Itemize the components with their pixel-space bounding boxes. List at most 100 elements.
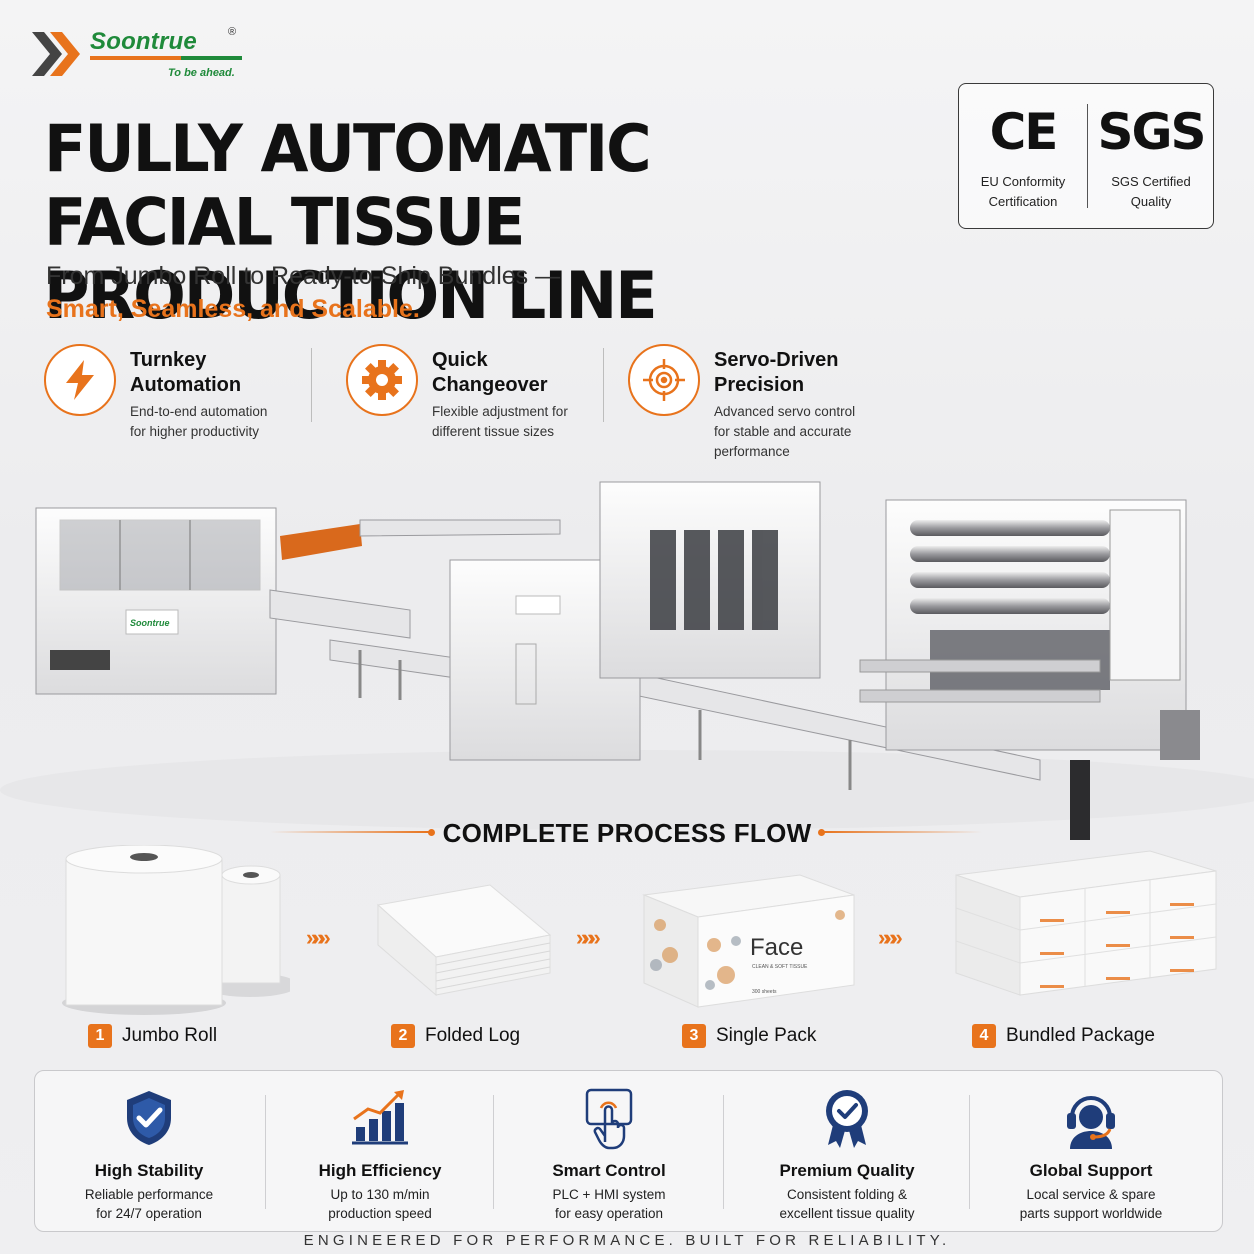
subtitle-accent: Smart, Seamless, and Scalable.	[46, 295, 420, 323]
pack-sub: CLEAN & SOFT TISSUE	[752, 964, 808, 970]
jumbo-roll-image	[62, 845, 290, 1015]
benefit-desc-line-2: excellent tissue quality	[779, 1206, 915, 1221]
brand-underline	[90, 56, 242, 60]
step-label: Jumbo Roll	[122, 1025, 218, 1046]
benefit-title: High Stability	[94, 1161, 204, 1180]
ce-label: EU Conformity Certification	[959, 172, 1087, 212]
benefit-title: Premium Quality	[779, 1161, 915, 1180]
feature-desc-line-3: performance	[714, 444, 790, 459]
feature-divider	[603, 348, 604, 422]
feature-desc: Flexible adjustment for different tissue…	[432, 402, 592, 442]
benefit-desc-line-1: PLC + HMI system	[552, 1187, 666, 1202]
feature-title-line-1: Quick	[432, 349, 488, 371]
shield-check-icon	[35, 1087, 263, 1149]
lightning-icon	[44, 344, 116, 416]
feature-desc-line-1: End-to-end automation	[130, 404, 268, 419]
flow-title-line-left	[270, 831, 430, 833]
feature-title-line-2: Precision	[714, 374, 805, 396]
registered-mark: ®	[228, 26, 237, 38]
step-number: 4	[972, 1024, 996, 1048]
benefit-high-efficiency: High Efficiency Up to 130 m/min producti…	[267, 1087, 493, 1223]
feature-title-line-1: Servo-Driven	[714, 349, 839, 371]
step-number: 2	[391, 1024, 415, 1048]
bundling-machine: Soontrue	[35, 507, 277, 695]
benefit-high-stability: High Stability Reliable performance for …	[35, 1087, 263, 1223]
process-flow-title: COMPLETE PROCESS FLOW	[442, 818, 812, 848]
benefit-desc-line-2: production speed	[328, 1206, 432, 1221]
title-line-2: FACIAL TISSUE PRODUCTION LINE	[44, 183, 658, 334]
feature-title: Servo-Driven Precision	[714, 348, 914, 398]
feature-desc-line-2: different tissue sizes	[432, 424, 555, 439]
footer-slogan: ENGINEERED FOR PERFORMANCE. BUILT FOR RE…	[303, 1232, 951, 1249]
benefit-desc: Up to 130 m/min production speed	[267, 1185, 493, 1223]
step-label: Folded Log	[425, 1025, 521, 1046]
benefit-title: High Efficiency	[318, 1161, 442, 1180]
benefit-desc: Local service & spare parts support worl…	[971, 1185, 1211, 1223]
step-label: Single Pack	[716, 1025, 817, 1046]
interfolder-machine	[859, 499, 1200, 840]
feature-quick-changeover: Quick Changeover Flexible adjustment for…	[346, 344, 606, 464]
feature-desc: Advanced servo control for stable and ac…	[714, 402, 874, 462]
ce-certification: CE EU Conformity Certification	[959, 104, 1087, 212]
feature-desc-line-2: for higher productivity	[130, 424, 260, 439]
production-line-illustration: Soontrue	[0, 481, 1254, 840]
benefit-divider	[493, 1095, 494, 1209]
feature-title: Turnkey Automation	[130, 348, 330, 398]
target-icon	[628, 344, 700, 416]
feature-title: Quick Changeover	[432, 348, 632, 398]
chevron-logo-icon	[32, 32, 80, 76]
benefit-desc-line-2: for easy operation	[554, 1206, 664, 1221]
sgs-label-line-2: Quality	[1130, 194, 1172, 209]
benefits-panel: High Stability Reliable performance for …	[34, 1070, 1223, 1232]
gear-icon	[346, 344, 418, 416]
flow-title-line-right	[822, 831, 982, 833]
step-number: 1	[88, 1024, 112, 1048]
single-pack-image: Face CLEAN & SOFT TISSUE 300 sheets	[642, 874, 855, 1008]
feature-divider	[311, 348, 312, 422]
feature-desc-line-2: for stable and accurate	[714, 424, 852, 439]
step-label: Bundled Package	[1006, 1025, 1155, 1046]
brand-name: Soontrue	[90, 28, 197, 55]
benefit-smart-control: Smart Control PLC + HMI system for easy …	[495, 1087, 723, 1223]
benefit-divider	[723, 1095, 724, 1209]
certification-box: CE EU Conformity Certification SGS SGS C…	[958, 83, 1214, 229]
benefit-desc-line-2: for 24/7 operation	[96, 1206, 202, 1221]
ce-label-line-1: EU Conformity	[980, 174, 1066, 189]
machine-logo: Soontrue	[130, 618, 170, 628]
touch-control-icon	[495, 1087, 723, 1150]
bundled-package-image	[955, 850, 1217, 996]
subtitle: From Jumbo Roll to Ready-to-Ship Bundles…	[46, 262, 561, 290]
step-number: 3	[682, 1024, 706, 1048]
folded-log-image	[376, 884, 552, 997]
flow-chevron-3: »»»	[878, 925, 903, 950]
sgs-mark: SGS	[1097, 103, 1206, 161]
quality-badge-icon	[725, 1087, 969, 1149]
benefit-premium-quality: Premium Quality Consistent folding & exc…	[725, 1087, 969, 1223]
feature-desc: End-to-end automation for higher product…	[130, 402, 290, 442]
sgs-certification: SGS SGS Certified Quality	[1087, 104, 1215, 212]
benefit-desc: Reliable performance for 24/7 operation	[35, 1185, 263, 1223]
flow-chevron-2: »»»	[576, 925, 601, 950]
sgs-label: SGS Certified Quality	[1087, 172, 1215, 212]
feature-desc-line-1: Flexible adjustment for	[432, 404, 568, 419]
benefit-desc: Consistent folding & excellent tissue qu…	[725, 1185, 969, 1223]
benefit-desc: PLC + HMI system for easy operation	[495, 1185, 723, 1223]
feature-title-line-1: Turnkey	[130, 349, 207, 371]
benefit-title: Global Support	[1029, 1161, 1153, 1180]
ce-label-line-2: Certification	[988, 194, 1058, 209]
feature-desc-line-1: Advanced servo control	[714, 404, 856, 419]
flow-dot-right	[818, 829, 825, 836]
flow-dot-left	[428, 829, 435, 836]
benefit-desc-line-1: Up to 130 m/min	[330, 1187, 430, 1202]
pack-brand: Face	[750, 934, 803, 961]
benefit-global-support: Global Support Local service & spare par…	[971, 1087, 1211, 1223]
ce-mark: CE	[989, 103, 1059, 161]
benefit-divider	[969, 1095, 970, 1209]
feature-turnkey-automation: Turnkey Automation End-to-end automation…	[44, 344, 304, 464]
benefit-desc-line-1: Local service & spare	[1026, 1187, 1156, 1202]
cert-divider	[1087, 104, 1088, 208]
sgs-label-line-1: SGS Certified	[1111, 174, 1191, 189]
feature-title-line-2: Automation	[130, 374, 242, 396]
brand-tagline: To be ahead.	[168, 67, 235, 79]
pack-count: 300 sheets	[752, 989, 777, 995]
